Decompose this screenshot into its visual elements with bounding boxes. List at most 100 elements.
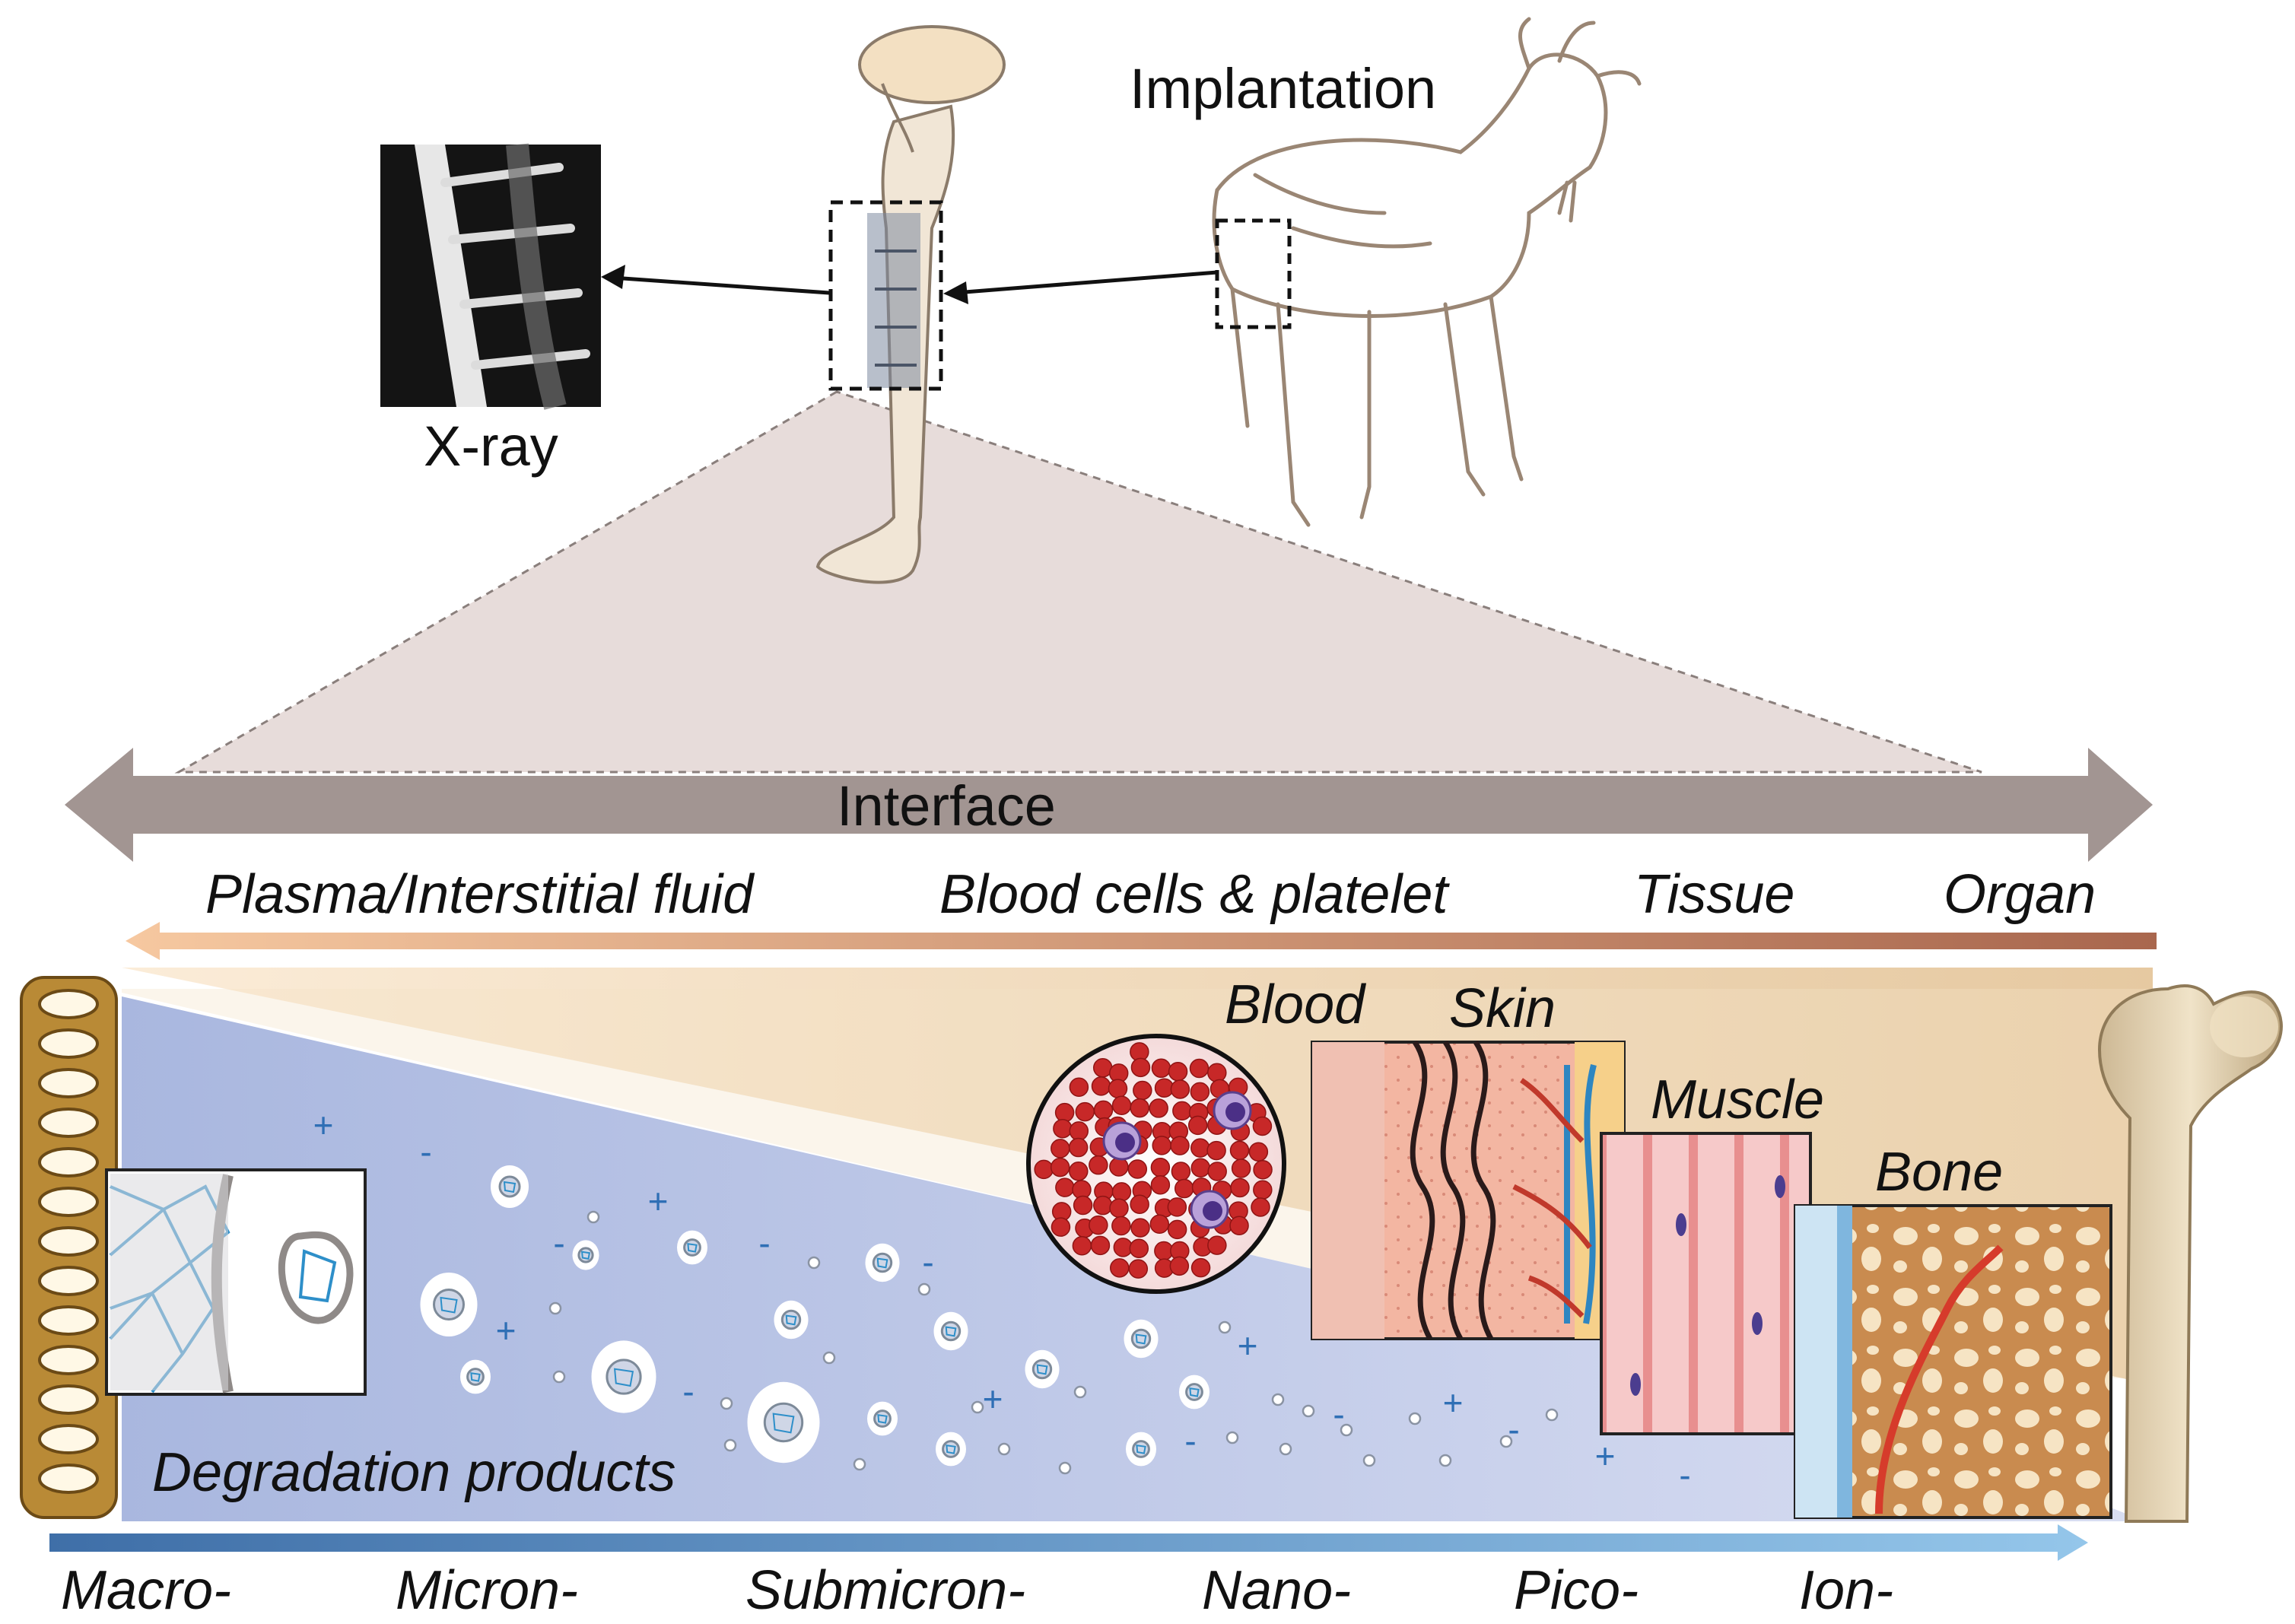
red-blood-cell (1149, 1098, 1168, 1118)
particle-crystal (876, 1257, 888, 1269)
nano-particle (822, 1351, 836, 1365)
red-blood-cell (1069, 1077, 1089, 1097)
interface-label: Interface (837, 774, 1056, 837)
nano-particle (723, 1438, 737, 1452)
red-blood-cell (1229, 1140, 1250, 1161)
red-blood-cell (1151, 1058, 1171, 1079)
red-blood-cell (1089, 1155, 1108, 1175)
goat-sketch-icon (1212, 17, 1642, 527)
blood-circle (1026, 1034, 1286, 1294)
anion-sign: - (682, 1371, 694, 1411)
scale-tissue-label: Tissue (1634, 864, 1795, 925)
red-blood-cell (1253, 1160, 1273, 1180)
plate-hole (38, 1226, 99, 1257)
red-blood-cell (1069, 1121, 1089, 1141)
red-blood-cell (1050, 1157, 1070, 1177)
anion-sign: - (1679, 1455, 1690, 1495)
particle-core (606, 1359, 642, 1395)
red-blood-cell (1189, 1058, 1209, 1079)
plate-hole (38, 1108, 99, 1138)
red-blood-cell (1069, 1162, 1089, 1181)
red-blood-cell (1130, 1194, 1149, 1214)
particle-core (942, 1440, 960, 1458)
fluid-arrow (126, 922, 2157, 960)
degradation-label: Degradation products (152, 1442, 676, 1503)
nano-particle (1545, 1408, 1559, 1422)
red-blood-cell (1206, 1140, 1226, 1161)
plate-hole (38, 989, 99, 1019)
grain-inset (105, 1168, 367, 1396)
particle-crystal (945, 1326, 957, 1337)
particle-core (872, 1252, 893, 1273)
particle-core (1132, 1440, 1150, 1458)
red-blood-cell (1171, 1162, 1191, 1181)
anion-sign: - (1184, 1421, 1196, 1460)
size-macro-label: Macro- (61, 1560, 232, 1621)
particle-crystal (613, 1368, 634, 1387)
red-blood-cell (1172, 1101, 1192, 1121)
nano-particle (997, 1442, 1011, 1456)
red-blood-cell (1169, 1256, 1190, 1276)
red-blood-cell (1108, 1079, 1128, 1098)
size-pico-label: Pico- (1514, 1560, 1639, 1621)
cation-sign: + (1443, 1383, 1464, 1422)
plate-hole (38, 1266, 99, 1296)
degradation-particles: +-+-+---+-+-+-+- (313, 1105, 1691, 1495)
red-blood-cell (1111, 1182, 1132, 1202)
particle-crystal (1036, 1364, 1048, 1375)
bone-label: Bone (1875, 1142, 2004, 1203)
particle-crystal (785, 1314, 797, 1326)
nano-particle (586, 1210, 600, 1224)
red-blood-cell (1034, 1159, 1054, 1180)
red-blood-cell (1174, 1178, 1194, 1199)
red-blood-cell (1248, 1142, 1269, 1162)
red-blood-cell (1252, 1116, 1273, 1136)
nano-particle (1279, 1442, 1292, 1456)
red-blood-cell (1149, 1214, 1170, 1235)
anion-sign: - (420, 1132, 431, 1171)
red-blood-cell (1128, 1259, 1149, 1279)
red-blood-cell (1051, 1217, 1071, 1237)
red-blood-cell (1075, 1101, 1095, 1122)
red-blood-cell (1167, 1197, 1187, 1217)
cation-sign: + (1238, 1326, 1258, 1365)
particle-core (577, 1247, 594, 1263)
red-blood-cell (1133, 1080, 1152, 1101)
cell-nucleus (1225, 1102, 1245, 1122)
particle-crystal (580, 1251, 591, 1260)
red-blood-cell (1170, 1136, 1190, 1155)
particle-crystal (1136, 1444, 1146, 1454)
scale-organ-label: Organ (1944, 864, 2096, 925)
red-blood-cell (1130, 1098, 1149, 1118)
anion-sign: - (922, 1242, 933, 1282)
arrow-to-femur-head (943, 281, 968, 304)
nano-particle (971, 1400, 984, 1414)
nano-particle (917, 1282, 931, 1296)
nano-particle (1340, 1423, 1353, 1437)
red-blood-cell (1251, 1197, 1270, 1217)
red-blood-cell (1109, 1157, 1129, 1177)
plate-hole (38, 1424, 99, 1454)
cation-sign: + (983, 1379, 1003, 1419)
nano-particle (1499, 1435, 1513, 1448)
red-blood-cell (1093, 1100, 1114, 1120)
femur-sketch-icon (815, 25, 1006, 584)
red-blood-cell (1170, 1079, 1190, 1099)
arrow-to-xray (612, 275, 830, 295)
nano-particle (853, 1457, 866, 1471)
cell-nucleus (1115, 1133, 1135, 1152)
particle-core (873, 1409, 892, 1428)
anion-sign: - (758, 1223, 770, 1263)
red-blood-cell (1190, 1082, 1210, 1102)
red-blood-cell (1190, 1138, 1210, 1158)
particle-crystal (1135, 1333, 1147, 1345)
xray-label: X-ray (424, 415, 558, 478)
cation-sign: + (313, 1105, 334, 1145)
bone-panel (1794, 1204, 2112, 1519)
size-arrow (49, 1524, 2088, 1561)
blood-label: Blood (1225, 974, 1365, 1035)
particle-crystal (946, 1444, 956, 1454)
scale-plasma-label: Plasma/Interstitial fluid (205, 864, 754, 925)
nano-particle (1271, 1393, 1285, 1406)
femur-implant-window (828, 200, 943, 391)
